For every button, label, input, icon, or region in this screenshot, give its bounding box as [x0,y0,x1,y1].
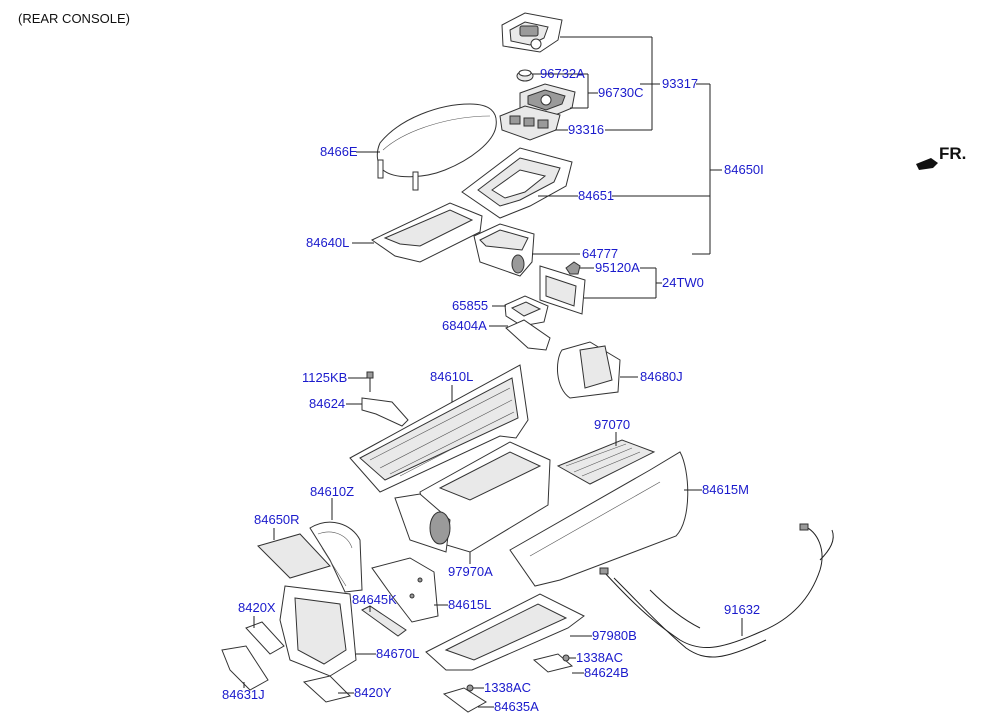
part-lid-tray-84640L [371,202,483,263]
label-24TW0[interactable]: 24TW0 [662,275,704,290]
part-labels: 96732A 96730C 93317 93316 8466E 84650I 8… [222,66,764,714]
part-cover-84650R [257,533,331,579]
label-84610Z[interactable]: 84610Z [310,484,354,499]
label-84680J[interactable]: 84680J [640,369,683,384]
part-armrest-cushion-8466E [376,103,497,191]
diagram-title: (REAR CONSOLE) [18,11,130,26]
label-8466E[interactable]: 8466E [320,144,358,159]
part-bracket-8420X [245,621,285,655]
label-93316[interactable]: 93316 [568,122,604,137]
label-84615L[interactable]: 84615L [448,597,491,612]
front-direction-label: FR. [939,144,966,163]
part-bracket-68404A [505,319,551,351]
part-switch-module-96730C [519,83,576,119]
label-68404A[interactable]: 68404A [442,318,487,333]
part-knob-96732A [516,69,534,82]
label-84610L[interactable]: 84610L [430,369,473,384]
label-97980B[interactable]: 97980B [592,628,637,643]
label-84650R[interactable]: 84650R [254,512,300,527]
part-switch-bezel-93317 [501,12,563,53]
label-84631J[interactable]: 84631J [222,687,265,702]
label-96732A[interactable]: 96732A [540,66,585,81]
part-bracket-84631J [221,645,269,691]
part-bracket-84624B [532,653,574,673]
part-frame-24TW0 [539,265,586,315]
label-8420X[interactable]: 8420X [238,600,276,615]
part-connector-95120A [565,261,581,275]
label-65855[interactable]: 65855 [452,298,488,313]
part-rear-panel-84610Z [309,521,363,593]
leader-lines [243,36,743,708]
part-side-panel-84615M [509,451,689,587]
part-side-cover-84615L [371,557,439,623]
part-upper-cover-84651 [461,147,573,219]
part-duct-97070 [556,439,656,485]
label-97070[interactable]: 97070 [594,417,630,432]
label-84670L[interactable]: 84670L [376,646,419,661]
front-direction-marker: FR. [916,144,966,170]
part-bracket-8420Y [302,675,351,703]
label-97970A[interactable]: 97970A [448,564,493,579]
label-8420Y[interactable]: 8420Y [354,685,392,700]
label-93317[interactable]: 93317 [662,76,698,91]
label-64777[interactable]: 64777 [582,246,618,261]
part-bracket-84635A [442,687,487,713]
label-84645K[interactable]: 84645K [352,592,397,607]
part-washer-1338AC-bottom [466,684,474,692]
label-84651[interactable]: 84651 [578,188,614,203]
label-96730C[interactable]: 96730C [598,85,644,100]
part-wiring-harness-91632 [599,523,834,658]
part-trim-strip-84645K [361,605,407,637]
part-storage-box-64777 [473,223,535,277]
label-91632[interactable]: 91632 [724,602,760,617]
part-lower-housing-84670L [279,585,357,677]
part-main-bin-97970A [394,441,551,553]
part-bolt-1125KB [366,371,374,392]
label-84624[interactable]: 84624 [309,396,345,411]
label-95120A[interactable]: 95120A [595,260,640,275]
label-84635A[interactable]: 84635A [494,699,539,714]
part-washer-1338AC-right [562,654,570,662]
part-switch-panel-93316 [499,105,561,141]
front-arrow-icon [916,158,938,170]
label-84650I[interactable]: 84650I [724,162,764,177]
part-base-frame-97980B [425,593,585,671]
part-bracket-84624 [361,397,409,427]
part-side-panel-84610L [349,364,529,493]
part-bracket-65855 [504,295,549,327]
label-1125KB[interactable]: 1125KB [302,370,347,385]
part-rear-pocket-84680J [557,341,621,399]
label-1338AC-right[interactable]: 1338AC [576,650,623,665]
label-1338AC-bottom[interactable]: 1338AC [484,680,531,695]
label-84624B[interactable]: 84624B [584,665,629,680]
label-84640L[interactable]: 84640L [306,235,349,250]
label-84615M[interactable]: 84615M [702,482,749,497]
